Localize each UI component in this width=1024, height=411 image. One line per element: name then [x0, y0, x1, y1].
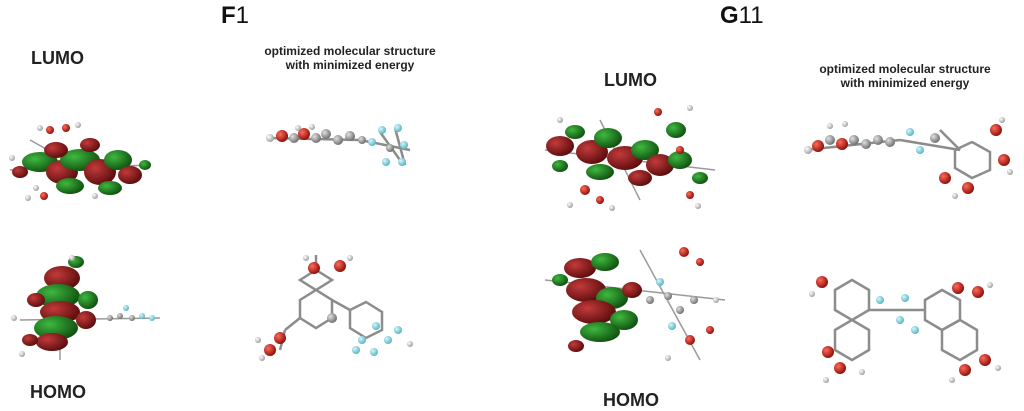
g11-lumo-orbital — [544, 105, 716, 211]
panel-title-g11: G11 — [720, 2, 764, 30]
panel-letter-g: G — [720, 2, 739, 29]
f1-caption: optimized molecular structure with minim… — [250, 44, 450, 72]
f1-caption-line1: optimized molecular structure — [264, 44, 436, 58]
f1-homo-orbital — [11, 255, 161, 360]
g11-caption-line1: optimized molecular structure — [819, 62, 991, 76]
panel-title-f1: F1 — [221, 2, 249, 30]
panel-letter-f: F — [221, 2, 236, 29]
f1-optimized-structure-top — [266, 124, 411, 166]
panel-number-g: 11 — [738, 2, 764, 29]
panel-number-f: 1 — [235, 2, 250, 29]
f1-lumo-orbital — [9, 122, 151, 201]
f1-optimized-structure-bottom — [255, 255, 413, 361]
g11-caption-line2: with minimized energy — [840, 76, 970, 90]
g11-optimized-structure-bottom — [809, 276, 1001, 383]
f1-homo-label: HOMO — [30, 382, 86, 402]
g11-optimized-structure-top — [804, 117, 1013, 199]
f1-lumo-label: LUMO — [31, 48, 84, 68]
f1-caption-line2: with minimized energy — [285, 58, 415, 72]
g11-caption: optimized molecular structure with minim… — [805, 62, 1005, 90]
g11-homo-orbital — [544, 247, 726, 361]
g11-lumo-label: LUMO — [604, 70, 657, 90]
g11-homo-label: HOMO — [603, 390, 659, 410]
